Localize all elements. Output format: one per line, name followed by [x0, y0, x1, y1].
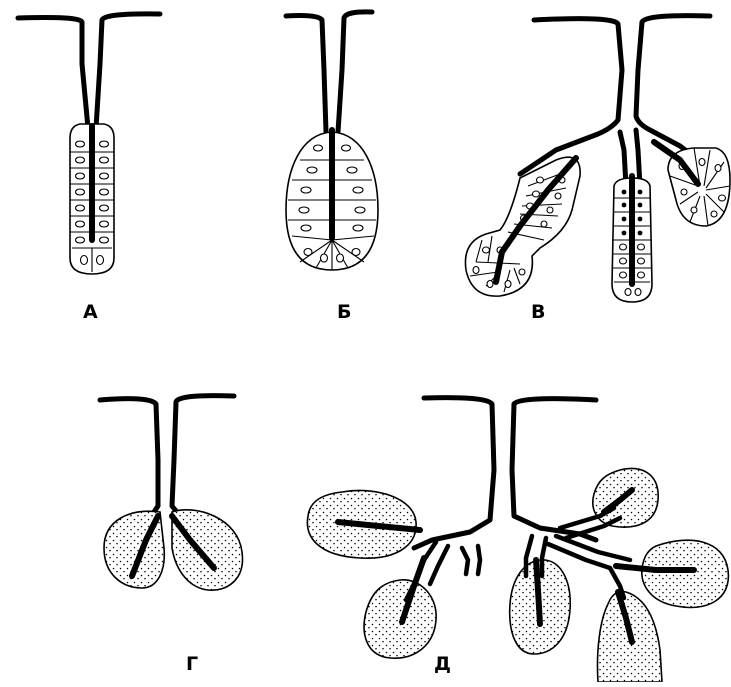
label-v: В	[531, 303, 545, 322]
label-a: А	[83, 303, 98, 322]
gland-g-branched-alveolar	[100, 396, 243, 591]
label-d: Д	[434, 655, 451, 674]
label-b: Б	[337, 303, 351, 322]
gland-b-simple-alveolar	[286, 12, 378, 270]
label-g: Г	[186, 655, 198, 674]
gland-a-simple-tubular	[18, 14, 160, 274]
gland-v-branched	[465, 16, 730, 302]
gland-d-compound-alveolar	[307, 398, 728, 682]
